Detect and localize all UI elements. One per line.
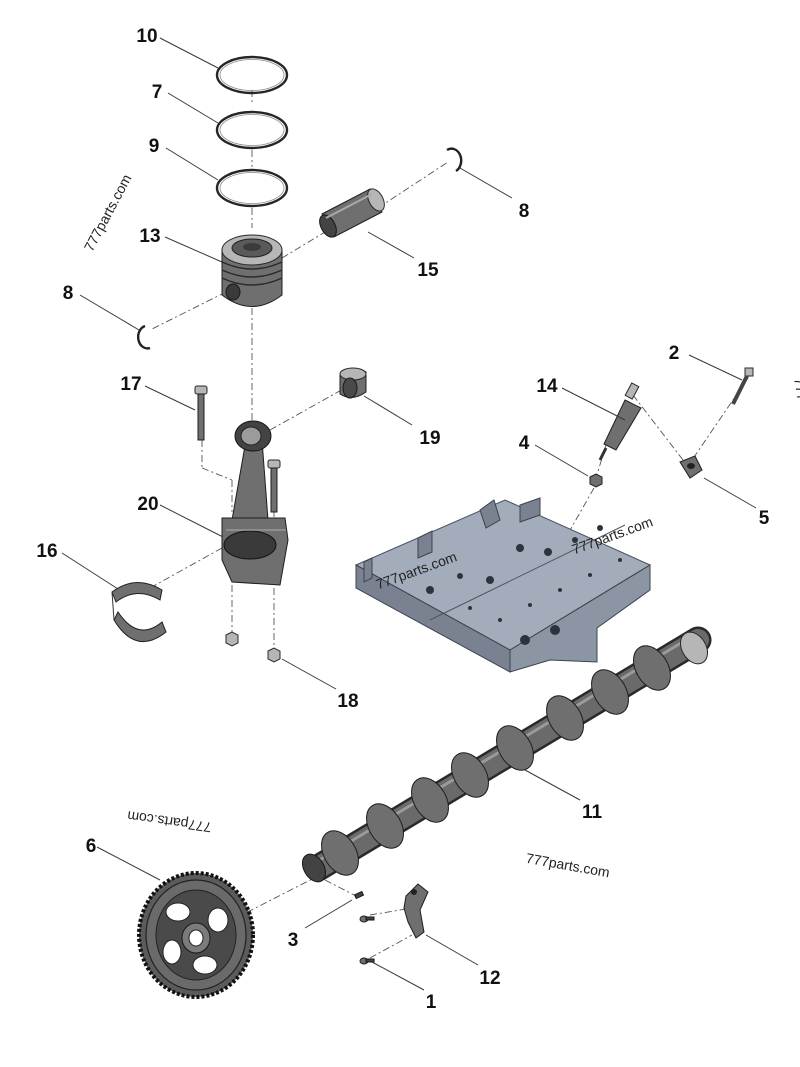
rod-bolt-left [194, 385, 208, 441]
callout-1: 1 [426, 992, 437, 1013]
callout-20: 20 [137, 494, 158, 515]
watermark-lower-right: 777parts.com [525, 850, 611, 880]
camshaft [301, 626, 712, 883]
watermark-edge-partial: 777 [791, 376, 800, 402]
callout-6: 6 [86, 836, 97, 857]
callout-15: 15 [417, 260, 439, 281]
injector-seal [589, 473, 603, 488]
callout-17: 17 [120, 374, 141, 395]
clamp-bolt [731, 367, 754, 405]
callout-19: 19 [419, 428, 440, 449]
callout-18: 18 [337, 691, 358, 712]
callout-2: 2 [669, 343, 680, 364]
thrust-plate-screw-upper [359, 915, 375, 923]
callout-8-upper: 8 [519, 201, 530, 222]
piston [221, 234, 283, 307]
callout-5: 5 [759, 508, 770, 529]
callout-16: 16 [36, 541, 57, 562]
circlip-upper [446, 147, 463, 173]
callout-14: 14 [536, 376, 558, 397]
watermark-upper-left: 777parts.com [81, 171, 135, 253]
callout-4: 4 [519, 433, 530, 454]
pin-bushing [339, 367, 367, 399]
piston-ring-middle [215, 110, 289, 150]
leader-lines [61, 37, 757, 991]
callout-8-lower: 8 [63, 283, 74, 304]
injector-clamp [679, 455, 703, 479]
callout-11: 11 [582, 802, 603, 823]
callout-10: 10 [136, 26, 157, 47]
connecting-rod [221, 420, 289, 586]
rod-nut-right [267, 647, 281, 663]
cylinder-head [354, 497, 652, 673]
piston-ring-top [215, 55, 289, 95]
thrust-plate [403, 883, 429, 939]
watermark-upside-down: 777parts.com [126, 808, 212, 836]
callout-7: 7 [152, 82, 163, 103]
callout-3: 3 [288, 930, 299, 951]
rod-bearing-shells [111, 582, 167, 642]
rod-bolt-right [267, 459, 281, 513]
callout-13: 13 [139, 226, 160, 247]
fuel-injector [598, 382, 642, 461]
camshaft-key [353, 890, 365, 900]
camshaft-gear [137, 871, 255, 999]
circlip-lower [136, 324, 151, 350]
thrust-plate-screw-lower [359, 957, 375, 965]
piston-pin [319, 188, 385, 238]
watermarks: 777parts.com 777parts.com 777parts.com 7… [81, 171, 800, 880]
rod-nut-left [225, 631, 239, 647]
callout-12: 12 [479, 968, 500, 989]
callout-labels: 10 7 9 8 8 13 15 2 14 17 19 4 5 20 16 18… [36, 26, 769, 1013]
callout-9: 9 [149, 136, 160, 157]
oil-control-ring [215, 168, 289, 208]
